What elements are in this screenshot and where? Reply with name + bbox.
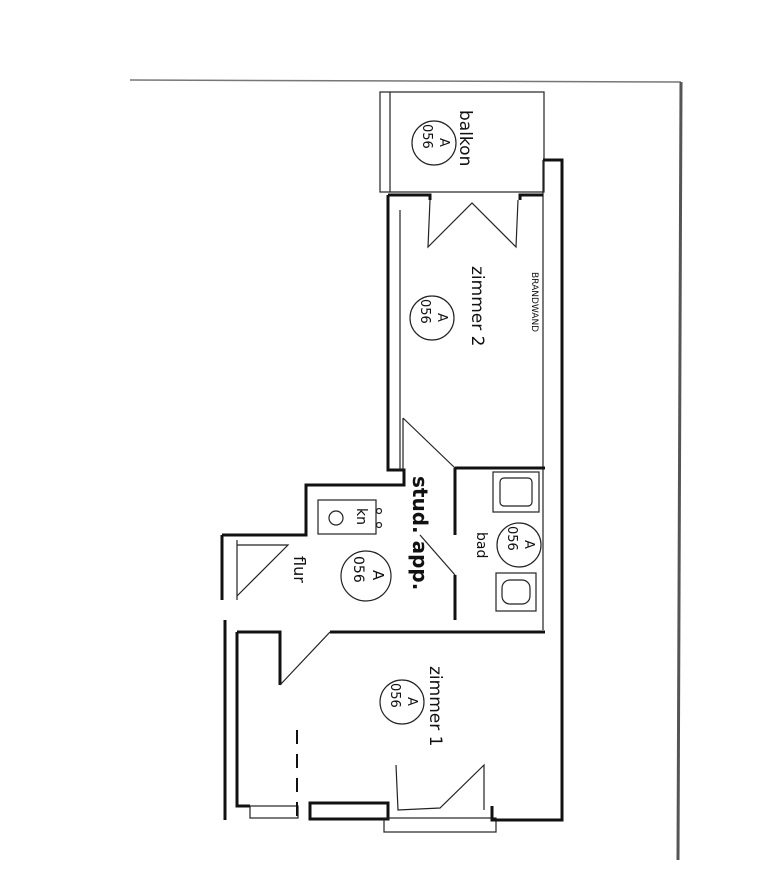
bath-door-swing3 [419, 534, 456, 576]
svg-text:056: 056 [419, 124, 434, 149]
flur-wall-left [237, 630, 282, 685]
bath-sink-inner [499, 477, 533, 507]
window-bottom [308, 801, 390, 821]
svg-text:bad: bad [473, 532, 489, 558]
room-balkon: balkon A 056 [411, 110, 475, 166]
kitchenette [317, 499, 377, 535]
zimmer1-outer-wall [235, 632, 250, 808]
svg-text:056: 056 [387, 683, 402, 708]
svg-text:A: A [436, 138, 451, 147]
stove-burner [375, 507, 383, 515]
svg-text:zimmer 2: zimmer 2 [467, 266, 487, 346]
svg-text:056: 056 [350, 556, 366, 583]
room-flur: flur A 056 [290, 550, 392, 602]
bath-toilet [495, 572, 537, 612]
svg-text:056: 056 [417, 299, 432, 324]
brandwand-label: BRANDWAND [529, 272, 539, 332]
room-zimmer-2: zimmer 2 A 056 [409, 266, 487, 346]
page-top-border [129, 79, 682, 83]
zimmer1-door-swing [395, 763, 485, 811]
room-kn: kn [353, 508, 369, 525]
bath-door-swing [402, 417, 456, 469]
svg-text:056: 056 [504, 526, 519, 551]
stove-burner [328, 510, 344, 526]
outer-wall-right [543, 158, 564, 822]
balcony-step [383, 817, 497, 833]
bath-sink [492, 471, 540, 513]
room-bad: bad A 056 [473, 522, 542, 568]
svg-text:A: A [404, 697, 419, 706]
room-zimmer-1: zimmer 1 A 056 [379, 666, 445, 746]
svg-text:flur: flur [290, 556, 309, 583]
svg-text:A: A [369, 570, 387, 581]
stove-burner [375, 521, 383, 529]
outer-wall-left-upper [222, 195, 406, 537]
svg-text:kn: kn [353, 508, 369, 525]
balkon-door-swing [427, 199, 519, 249]
zimmer1-door [279, 631, 331, 686]
svg-text:zimmer 1: zimmer 1 [425, 666, 445, 746]
svg-text:A: A [521, 540, 536, 549]
handwritten-note: stud. app. [408, 476, 432, 590]
svg-text:balkon: balkon [455, 110, 475, 166]
window-bottom-left [249, 805, 299, 819]
page-right-border [676, 81, 683, 861]
svg-text:A: A [434, 313, 449, 322]
zimmer1-wall-right [490, 806, 545, 822]
bath-toilet-inner [501, 579, 531, 605]
entry-door-swing [236, 544, 290, 597]
balkon-door-frame-r [518, 193, 543, 200]
balkon-outline [379, 91, 545, 193]
balkon-door-frame [388, 193, 432, 200]
